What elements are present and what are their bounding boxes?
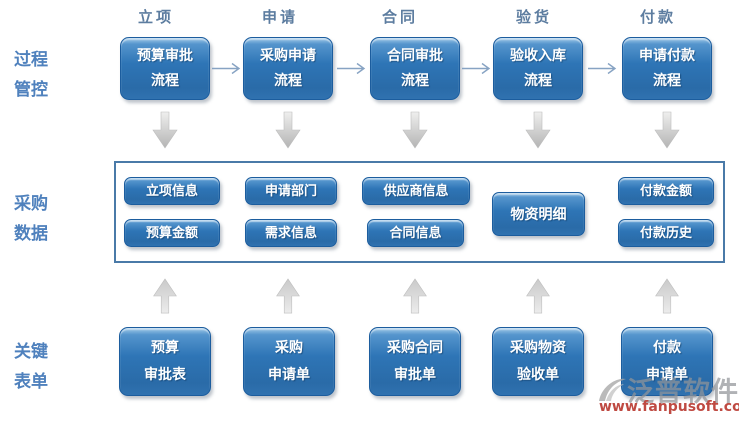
form-box-material-receiving-form: 采购物资 验收单 bbox=[492, 327, 584, 396]
form-box-line: 验收单 bbox=[517, 366, 559, 383]
watermark-brand: 泛普软件 bbox=[627, 377, 739, 408]
process-box-payment-request: 申请付款 流程 bbox=[622, 37, 712, 100]
data-box-material-detail: 物资明细 bbox=[492, 192, 585, 236]
form-box-line: 采购 bbox=[275, 339, 303, 356]
column-header-inspection: 验货 bbox=[515, 8, 552, 26]
data-box-project-info: 立项信息 bbox=[124, 177, 220, 205]
form-box-line: 采购合同 bbox=[387, 339, 443, 356]
form-box-budget-approval-form: 预算 审批表 bbox=[119, 327, 211, 396]
process-box-line: 合同审批 bbox=[387, 47, 443, 64]
row-label-key-forms: 关键 表单 bbox=[14, 337, 70, 397]
row-label-line: 表单 bbox=[14, 372, 48, 392]
row-label-process-control: 过程 管控 bbox=[14, 45, 70, 105]
data-box-supplier-info: 供应商信息 bbox=[362, 177, 470, 205]
process-box-budget-approval: 预算审批 流程 bbox=[120, 37, 210, 100]
up-arrow-icon bbox=[655, 278, 679, 314]
process-box-line: 流程 bbox=[524, 72, 552, 89]
row-label-line: 过程 bbox=[14, 50, 48, 70]
data-box-demand-info: 需求信息 bbox=[245, 219, 337, 247]
column-header-payment: 付款 bbox=[639, 8, 676, 26]
row-label-line: 采购 bbox=[14, 194, 48, 214]
down-arrow-icon bbox=[525, 111, 551, 149]
form-box-line: 审批单 bbox=[394, 366, 436, 383]
process-box-line: 预算审批 bbox=[137, 47, 193, 64]
process-box-contract-approval: 合同审批 流程 bbox=[370, 37, 460, 100]
down-arrow-icon bbox=[402, 111, 428, 149]
up-arrow-icon bbox=[276, 278, 300, 314]
process-box-line: 流程 bbox=[151, 72, 179, 89]
data-box-request-department: 申请部门 bbox=[245, 177, 337, 205]
column-header-contract: 合同 bbox=[381, 8, 418, 26]
form-box-line: 申请单 bbox=[646, 366, 688, 383]
form-box-line: 申请单 bbox=[268, 366, 310, 383]
process-box-line: 采购申请 bbox=[260, 47, 316, 64]
process-box-line: 流程 bbox=[653, 72, 681, 89]
form-box-line: 付款 bbox=[653, 339, 681, 356]
data-box-budget-amount: 预算金额 bbox=[124, 219, 220, 247]
row-label-line: 数据 bbox=[14, 224, 48, 244]
watermark-url: www.fanpusoft.com bbox=[599, 399, 739, 415]
right-arrow-icon bbox=[588, 62, 617, 75]
down-arrow-icon bbox=[275, 111, 301, 149]
form-box-payment-request-form: 付款 申请单 bbox=[621, 327, 713, 396]
process-box-line: 流程 bbox=[401, 72, 429, 89]
down-arrow-icon bbox=[152, 111, 178, 149]
row-label-line: 管控 bbox=[14, 80, 48, 100]
process-box-receiving-warehousing: 验收入库 流程 bbox=[493, 37, 583, 100]
form-box-line: 预算 bbox=[151, 339, 179, 356]
right-arrow-icon bbox=[462, 62, 491, 75]
data-box-contract-info: 合同信息 bbox=[367, 219, 464, 247]
up-arrow-icon bbox=[403, 278, 427, 314]
down-arrow-icon bbox=[654, 111, 680, 149]
column-header-project-initiation: 立项 bbox=[137, 8, 174, 26]
form-box-contract-approval-form: 采购合同 审批单 bbox=[369, 327, 461, 396]
process-box-line: 验收入库 bbox=[510, 47, 566, 64]
up-arrow-icon bbox=[526, 278, 550, 314]
right-arrow-icon bbox=[337, 62, 366, 75]
process-box-line: 流程 bbox=[274, 72, 302, 89]
up-arrow-icon bbox=[153, 278, 177, 314]
form-box-line: 采购物资 bbox=[510, 339, 566, 356]
process-box-purchase-request: 采购申请 流程 bbox=[243, 37, 333, 100]
row-label-procurement-data: 采购 数据 bbox=[14, 189, 70, 249]
right-arrow-icon bbox=[212, 62, 241, 75]
row-label-line: 关键 bbox=[14, 342, 48, 362]
column-header-application: 申请 bbox=[261, 8, 298, 26]
data-box-payment-amount: 付款金额 bbox=[618, 177, 714, 205]
data-box-payment-history: 付款历史 bbox=[618, 219, 714, 247]
form-box-purchase-request-form: 采购 申请单 bbox=[243, 327, 335, 396]
form-box-line: 审批表 bbox=[144, 366, 186, 383]
watermark-logo-icon bbox=[599, 378, 626, 401]
process-box-line: 申请付款 bbox=[639, 47, 695, 64]
